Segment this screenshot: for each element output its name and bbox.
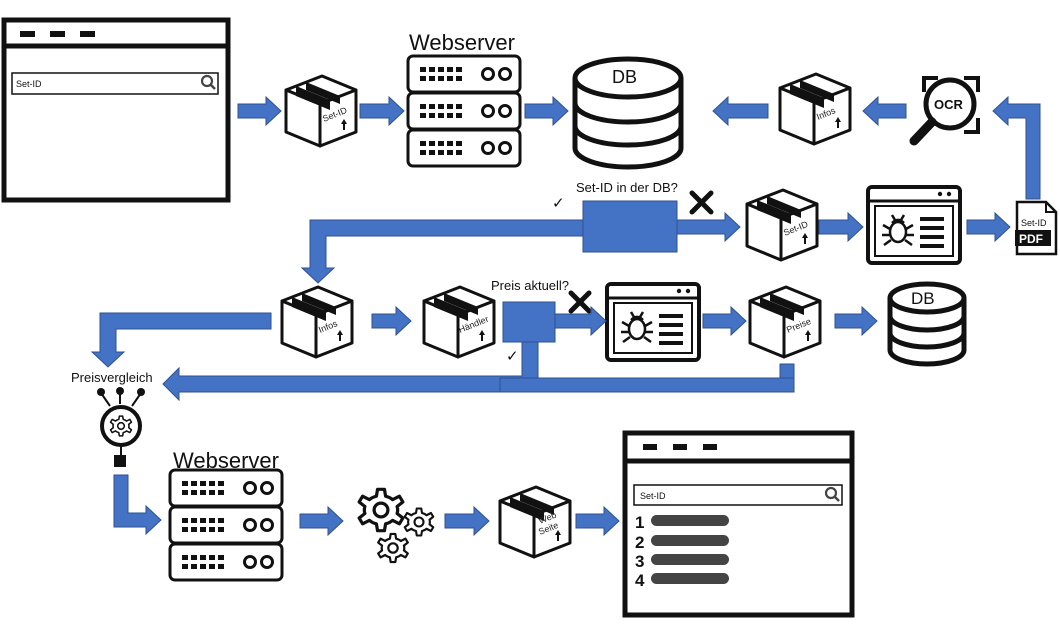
- database-bottom: DB: [887, 281, 967, 367]
- browser-window-top: Set-ID: [1, 17, 231, 203]
- result-number: 1: [635, 513, 644, 532]
- arrow-infos-to-compare: [90, 312, 272, 368]
- pdf-file-label: Set-ID: [1021, 218, 1047, 228]
- arrow-browser-to-package: [237, 95, 282, 127]
- price-compare-label: Preisvergleich: [71, 370, 153, 385]
- database-top-label: DB: [612, 67, 637, 87]
- arrow-webpage-to-browser: [575, 505, 620, 537]
- ocr-icon-label: OCR: [934, 97, 964, 112]
- result-item[interactable]: 2: [635, 533, 729, 552]
- arrow-decision-to-package: [676, 211, 741, 243]
- arrow-infos-to-haendler: [371, 305, 412, 337]
- decision-setid-in-db: Set-ID in der DB? ✓: [552, 180, 714, 253]
- result-list: 1 2 3 4: [635, 513, 729, 590]
- search-field-top-placeholder: Set-ID: [16, 79, 42, 89]
- pdf-file-badge: PDF: [1019, 232, 1043, 246]
- arrow-preise-to-db: [834, 305, 878, 337]
- ocr-icon: OCR: [909, 76, 980, 146]
- bar-prices-return: [499, 377, 795, 393]
- arrow-gears-to-webpage: [444, 505, 490, 537]
- result-item[interactable]: 3: [635, 552, 729, 571]
- decision-price-current: Preis aktuell? ✓: [491, 278, 592, 365]
- decision-price-no-icon: [568, 290, 592, 314]
- webserver-bottom: Webserver: [168, 448, 284, 582]
- decision-price-question: Preis aktuell?: [491, 278, 569, 293]
- result-number: 4: [635, 571, 645, 590]
- pdf-file: Set-ID PDF: [1015, 200, 1058, 256]
- arrow-package-to-crawler: [818, 211, 864, 243]
- decision-setid-question: Set-ID in der DB?: [576, 180, 678, 195]
- search-field-bottom[interactable]: Set-ID: [633, 484, 843, 506]
- arrows-row4: [113, 474, 620, 537]
- webserver-top-label: Webserver: [409, 30, 515, 55]
- arrows-row3: [90, 305, 878, 402]
- arrow-infos-to-db: [712, 95, 769, 127]
- package-setid-2: Set-ID: [745, 188, 819, 262]
- package-haendler: Händler: [422, 285, 496, 359]
- package-infos-1: Infos: [778, 72, 852, 146]
- package-infos-2: Infos: [280, 285, 354, 359]
- arrow-decision-to-crawler: [554, 305, 607, 337]
- package-preise: Preise: [748, 285, 822, 359]
- database-top: DB: [572, 56, 684, 170]
- result-item[interactable]: 4: [635, 571, 729, 590]
- arrow-package-to-webserver: [359, 95, 405, 127]
- package-setid-1: Set-ID: [284, 74, 358, 148]
- arrows-row1: [237, 95, 1041, 200]
- decision-price-yes-mark: ✓: [506, 348, 519, 365]
- decision-setid-no-icon: [689, 190, 714, 215]
- arrow-crawler-to-preise: [702, 305, 747, 337]
- arrow-webserver-to-db: [524, 95, 569, 127]
- result-number: 2: [635, 533, 644, 552]
- price-compare-node: Preisvergleich: [71, 370, 153, 467]
- arrows-row2: [300, 211, 1011, 284]
- arrow-webserver-to-gears: [299, 505, 344, 537]
- webserver-top: Webserver: [406, 30, 522, 168]
- package-webseite: Web Seite: [498, 485, 572, 559]
- result-item[interactable]: 1: [635, 513, 729, 532]
- search-field-top[interactable]: Set-ID: [11, 72, 219, 95]
- result-number: 3: [635, 552, 644, 571]
- arrow-pdf-to-ocr: [992, 95, 1041, 200]
- gears-icon: [357, 487, 435, 564]
- crawler-window-1: [866, 185, 962, 265]
- arrow-crawler-to-pdf: [966, 211, 1011, 243]
- crawler-window-2: [605, 282, 701, 362]
- arrow-ocr-to-infos: [862, 95, 907, 127]
- decision-setid-yes-mark: ✓: [552, 195, 565, 212]
- search-field-bottom-placeholder: Set-ID: [640, 491, 666, 501]
- search-icon[interactable]: [824, 486, 840, 502]
- arrow-decision-yes-to-infos: [300, 219, 584, 284]
- arrow-compare-to-webserver: [113, 474, 162, 536]
- browser-window-bottom: Set-ID 1 2 3 4: [622, 430, 855, 618]
- search-icon[interactable]: [200, 74, 216, 90]
- database-bottom-label: DB: [911, 289, 935, 308]
